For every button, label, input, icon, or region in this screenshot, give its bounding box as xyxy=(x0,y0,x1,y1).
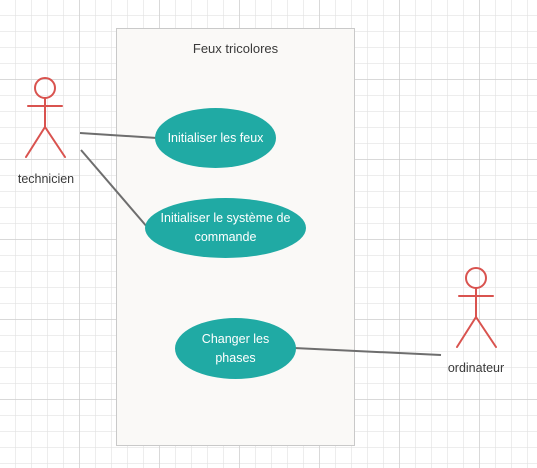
actor-ordinateur-figure[interactable] xyxy=(456,267,497,348)
system-boundary-title: Feux tricolores xyxy=(192,41,279,56)
use-case-initialiser-systeme-label: Initialiser le système de commande xyxy=(160,211,291,244)
use-case-initialiser-feux[interactable]: Initialiser les feux xyxy=(155,108,276,168)
association-ordinateur-changer-phases xyxy=(293,347,442,356)
use-case-changer-phases[interactable]: Changer les phases xyxy=(175,318,296,379)
association-technicien-init-feux xyxy=(79,132,158,139)
use-case-initialiser-systeme[interactable]: Initialiser le système de commande xyxy=(145,198,306,258)
actor-ordinateur-label: ordinateur xyxy=(447,361,505,375)
actor-technicien-label: technicien xyxy=(17,172,75,186)
use-case-changer-phases-label: Changer les phases xyxy=(201,331,270,365)
use-case-initialiser-feux-label: Initialiser les feux xyxy=(167,130,264,145)
association-technicien-init-systeme xyxy=(80,149,149,229)
actor-technicien-figure[interactable] xyxy=(25,77,66,158)
